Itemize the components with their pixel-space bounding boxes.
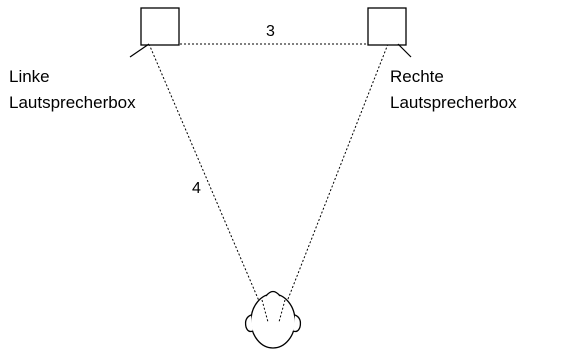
left-speaker-label-line2: Lautsprecherbox — [9, 93, 136, 112]
nose — [265, 290, 281, 297]
right-speaker-icon — [367, 7, 412, 58]
listener-head-icon — [244, 290, 302, 349]
right-listener-line — [278, 43, 389, 323]
distance-between-speakers-label: 3 — [266, 23, 275, 40]
right-ear — [292, 314, 302, 333]
left-speaker-icon — [129, 7, 180, 58]
left-listener-line — [148, 43, 269, 323]
right-speaker-label-line1: Rechte — [390, 67, 444, 86]
head-outline — [250, 293, 296, 349]
right-speaker-label-line2: Lautsprecherbox — [390, 93, 517, 112]
left-ear — [244, 314, 254, 333]
left-speaker-label-line1: Linke — [9, 67, 50, 86]
distance-to-listener-label: 4 — [192, 180, 201, 197]
